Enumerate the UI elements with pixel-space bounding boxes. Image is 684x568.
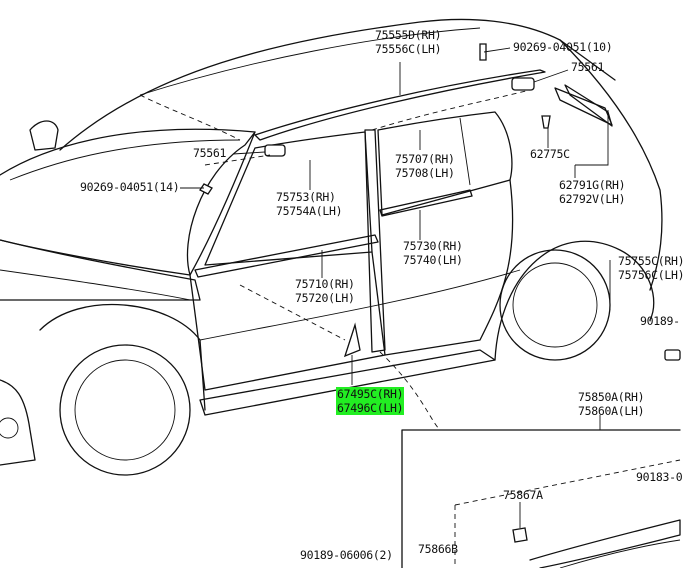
label-75755c: 75755C(RH): [618, 254, 684, 268]
label-75708: 75708(LH): [395, 166, 455, 180]
rear-window: [377, 111, 513, 216]
label-75730: 75730(RH): [403, 239, 463, 253]
label-75756c: 75756C(LH): [618, 268, 684, 282]
label-75561-top: 75561: [571, 60, 605, 74]
label-62775c: 62775C: [530, 147, 570, 161]
label-90189-right: 90189-: [640, 314, 680, 328]
label-90269-left: 90269-04051(14): [80, 180, 180, 194]
rear-spoiler-side: [564, 84, 613, 127]
rocker-dashed-1: [454, 459, 681, 506]
clip-75867a: [512, 527, 528, 543]
front-fender: [39, 303, 206, 411]
label-90189-bottom: 90189-06006(2): [300, 548, 393, 562]
label-75555d: 75555D(RH): [375, 28, 442, 42]
fog-lamp: [0, 417, 19, 439]
label-75556c: 75556C(LH): [375, 42, 442, 56]
rear-window-belt: [379, 189, 473, 217]
rear-wheel-inner: [512, 262, 598, 348]
roof-line-inner: [139, 27, 481, 96]
label-75740: 75740(LH): [403, 253, 463, 267]
ref-dash-2: [239, 284, 346, 341]
label-75867a: 75867A: [503, 488, 543, 502]
label-90183: 90183-0: [636, 470, 683, 484]
rear-door-outline: [384, 179, 514, 356]
front-window-belt: [194, 234, 379, 278]
clip-62775c: [541, 115, 551, 129]
leader-75561-left: [232, 151, 266, 155]
label-62792v: 62792V(LH): [559, 192, 626, 206]
b-pillar: [364, 129, 386, 353]
label-75710: 75710(RH): [295, 277, 355, 291]
clip-90269-top: [479, 43, 487, 61]
label-75707: 75707(RH): [395, 152, 455, 166]
clip-90189-right: [664, 349, 681, 361]
leader-90269-top: [483, 47, 511, 53]
side-mirror: [29, 120, 59, 151]
label-62791g: 62791G(RH): [559, 178, 626, 192]
clip-90269-left: [199, 183, 213, 195]
clip-75561-top: [511, 77, 535, 91]
label-67496c: 67496C(LH): [336, 401, 405, 415]
clip-75561-left: [264, 144, 286, 157]
roof-rail: [254, 69, 546, 141]
ref-dash-3: [139, 94, 241, 141]
rear-hatch: [559, 39, 663, 291]
rear-wheel: [499, 249, 611, 361]
label-67495c-text: 67495C(RH): [336, 387, 405, 401]
side-character-line: [199, 269, 521, 341]
front-wheel-inner: [74, 359, 176, 461]
label-67496c-text: 67496C(LH): [336, 401, 405, 415]
a-pillar: [189, 131, 256, 276]
windshield-inner: [9, 139, 241, 181]
hood-crease: [0, 269, 191, 301]
label-75753: 75753(RH): [276, 190, 336, 204]
label-67495c: 67495C(RH): [336, 387, 405, 401]
ref-dash-1: [204, 154, 271, 166]
front-wheel: [59, 344, 191, 476]
label-75561-left: 75561: [193, 146, 227, 160]
leader-75561-top: [533, 69, 569, 83]
front-bumper: [0, 379, 36, 466]
label-75720: 75720(LH): [295, 291, 355, 305]
leader-62791g: [575, 110, 609, 166]
rocker-detail-box: [401, 429, 681, 568]
label-75860a: 75860A(LH): [578, 404, 645, 418]
garnish-67495c: [343, 322, 361, 358]
hood: [0, 239, 201, 301]
rear-fender: [494, 240, 655, 361]
ref-dash-4: [371, 89, 531, 131]
rear-quarter-line: [459, 117, 471, 186]
rocker-panel-part: [529, 519, 681, 568]
roof-outline: [59, 18, 616, 151]
label-75866b: 75866B: [418, 542, 458, 556]
label-75850a: 75850A(RH): [578, 390, 645, 404]
label-75754a: 75754A(LH): [276, 204, 343, 218]
label-90269-top: 90269-04051(10): [513, 40, 613, 54]
front-door-outline: [189, 251, 386, 391]
rocker-panel-edge: [559, 539, 681, 568]
ref-dash-5: [379, 351, 441, 431]
